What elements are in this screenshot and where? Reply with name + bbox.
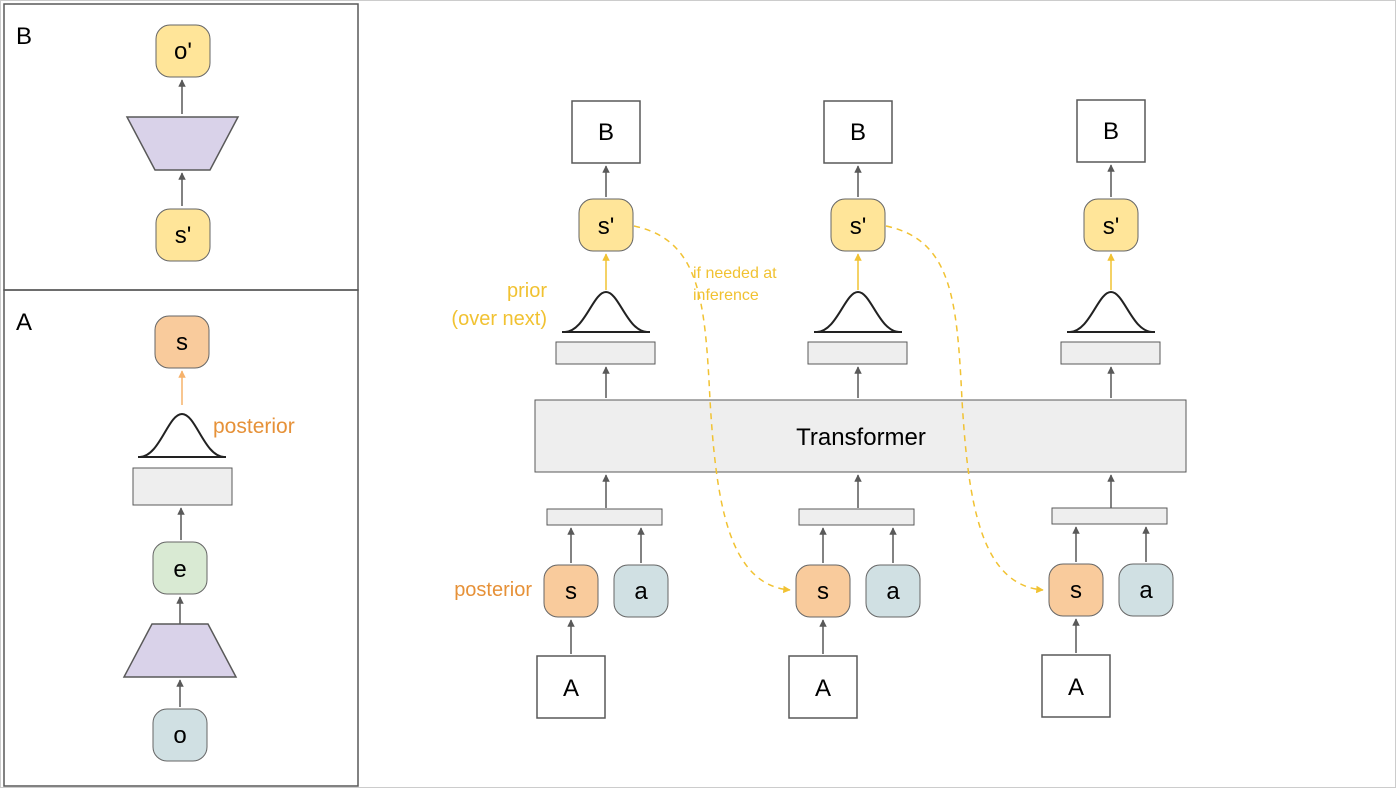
column-2: B s' s a A <box>788 100 921 719</box>
column-3-prior-head <box>1060 341 1161 365</box>
column-2-input-layer <box>798 508 915 526</box>
column-1-input-box <box>536 655 606 719</box>
panel-b-input-node <box>155 208 211 262</box>
column-1-pred-label: s' <box>598 213 615 240</box>
column-1-output-box <box>571 100 641 164</box>
column-2-input-label: A <box>815 675 831 702</box>
column-1-action-label: a <box>634 578 648 605</box>
column-1-input-label: A <box>563 675 579 702</box>
column-3-action-label: a <box>1139 577 1153 604</box>
column-2-action-node <box>865 564 921 618</box>
column-3-input-label: A <box>1068 674 1084 701</box>
main-diagram: Transformer prior (over next) posterior … <box>451 99 1187 719</box>
column-1-input-layer <box>546 508 663 526</box>
column-2-input-box <box>788 655 858 719</box>
column-1-state-node <box>543 564 599 618</box>
panel-a-state-label: s <box>176 329 188 356</box>
column-3: B s' s a A <box>1041 99 1174 718</box>
column-3-state-node <box>1048 563 1104 617</box>
prior-label-line2: (over next) <box>451 308 547 330</box>
column-3-action-node <box>1118 563 1174 617</box>
panel-a-embedding-node <box>152 541 208 595</box>
panel-a-observation-label: o <box>173 722 186 749</box>
panel-b-decoder-shape <box>125 116 240 171</box>
column-1-state-label: s <box>565 578 577 605</box>
column-1-action-node <box>613 564 669 618</box>
panel-b-output-label: o' <box>174 38 192 65</box>
column-2-pred-label: s' <box>850 213 867 240</box>
column-1-prior-curve <box>564 290 648 333</box>
panel-a-posterior-label: posterior <box>213 415 295 438</box>
column-3-input-layer <box>1051 507 1168 525</box>
column-2-state-node <box>795 564 851 618</box>
panel-b-label: B <box>16 23 32 50</box>
panel-a-state-node <box>154 315 210 369</box>
column-3-input-box <box>1041 654 1111 718</box>
panel-a-embedding-label: e <box>173 556 186 583</box>
inference-note-line2: inference <box>693 287 759 304</box>
panel-b-output-node <box>155 24 211 78</box>
prior-label-line1: prior <box>507 280 547 302</box>
column-1: B s' s a A <box>536 100 669 719</box>
column-2-output-box <box>823 100 893 164</box>
panel-a-border <box>3 289 359 787</box>
column-1-output-label: B <box>598 119 614 146</box>
inference-link-2 <box>885 225 1044 594</box>
column-3-pred-node <box>1083 198 1139 252</box>
panel-a-encoder-shape <box>122 623 238 678</box>
panel-a-dense-layer <box>132 467 233 506</box>
panel-b-input-label: s' <box>175 222 192 249</box>
column-2-action-label: a <box>886 578 900 605</box>
column-3-prior-curve <box>1069 290 1153 333</box>
column-1-pred-node <box>578 198 634 252</box>
panel-a-observation-node <box>152 708 208 762</box>
column-3-output-box <box>1076 99 1146 163</box>
panel-a: A s posterior e o <box>3 289 359 787</box>
column-2-pred-node <box>830 198 886 252</box>
column-3-output-label: B <box>1103 118 1119 145</box>
column-2-output-label: B <box>850 119 866 146</box>
column-1-prior-head <box>555 341 656 365</box>
transformer-label: Transformer <box>796 424 926 451</box>
column-3-state-label: s <box>1070 577 1082 604</box>
panel-a-label: A <box>16 309 32 336</box>
column-2-state-label: s <box>817 578 829 605</box>
transformer-block <box>534 399 1187 473</box>
panel-a-distribution-curve <box>139 412 225 458</box>
column-2-prior-curve <box>816 290 900 333</box>
posterior-label: posterior <box>454 579 532 601</box>
column-3-pred-label: s' <box>1103 213 1120 240</box>
inference-note-line1: if needed at <box>693 265 777 282</box>
inference-link-1 <box>633 225 791 594</box>
panel-b: B o' s' <box>3 3 359 291</box>
column-2-prior-head <box>807 341 908 365</box>
